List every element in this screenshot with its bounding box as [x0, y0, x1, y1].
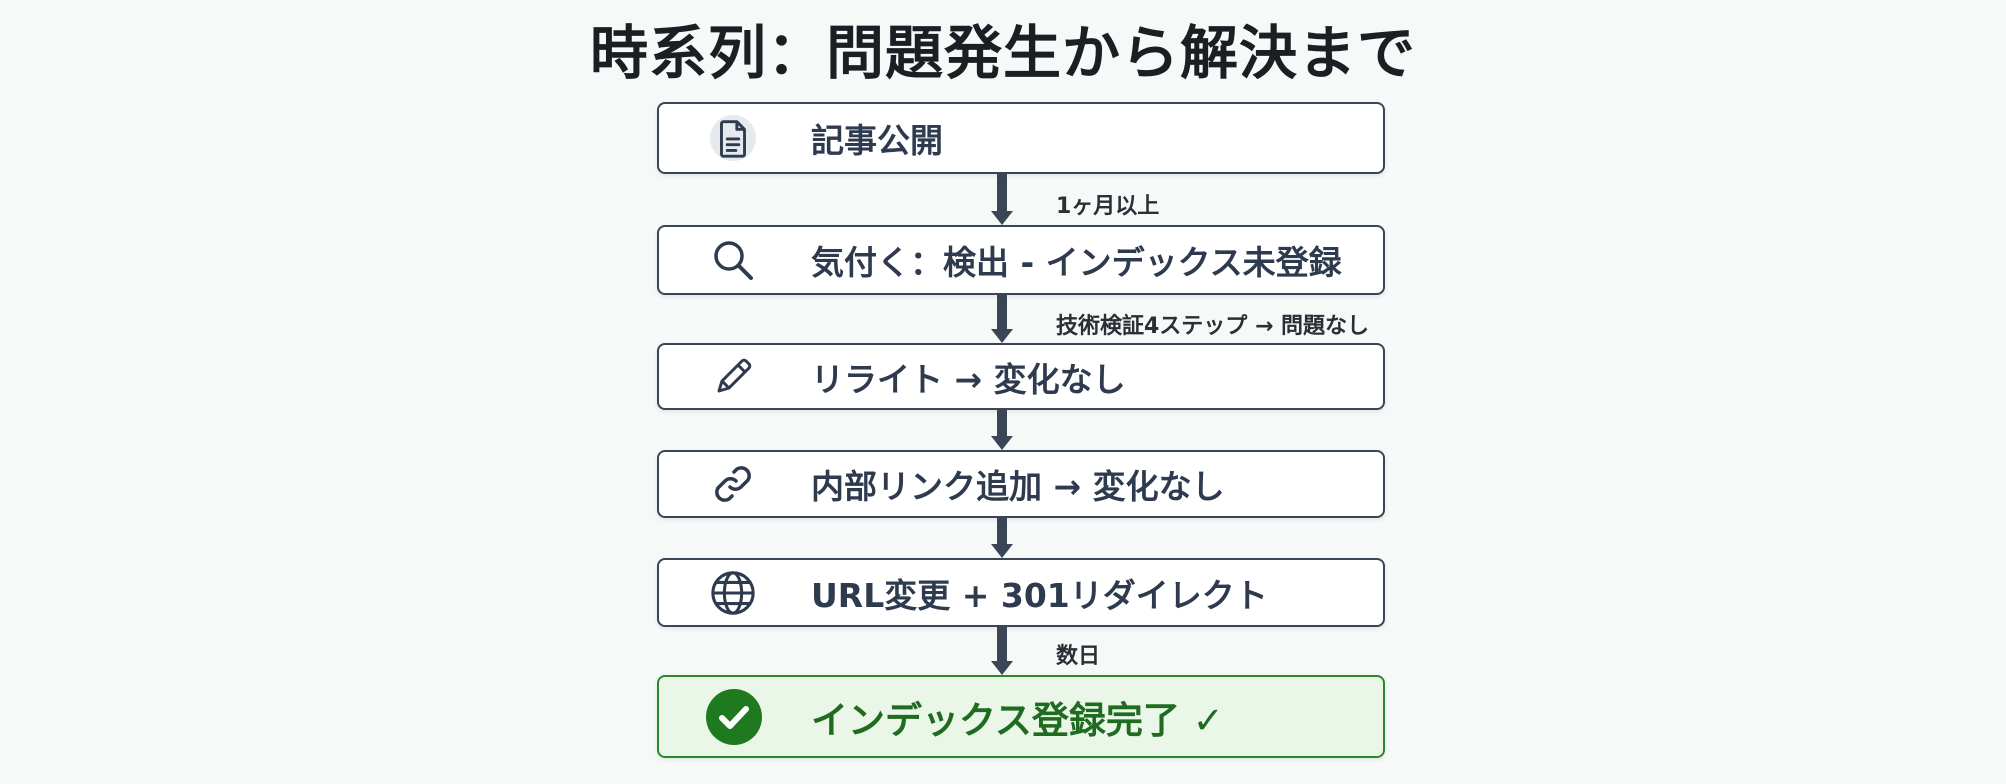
step-detected-not-indexed: 気付く：検出 - インデックス未登録 [657, 225, 1385, 295]
document-icon [709, 114, 757, 162]
diagram-title: 時系列：問題発生から解決まで [589, 19, 1416, 87]
step-label: 記事公開 [811, 121, 943, 160]
step-label: 気付く：検出 - インデックス未登録 [811, 243, 1342, 282]
globe-icon [709, 569, 757, 617]
step-index-complete: インデックス登録完了 ✓ [657, 675, 1385, 758]
arrow-note: 数日 [1056, 644, 1101, 669]
step-label: 内部リンク追加 → 変化なし [811, 467, 1225, 506]
link-icon [709, 460, 757, 508]
arrow-note: 技術検証4ステップ → 問題なし [1056, 314, 1370, 339]
step-internal-links: 内部リンク追加 → 変化なし [657, 450, 1385, 518]
pencil-icon [709, 353, 757, 401]
step-url-redirect: URL変更 + 301リダイレクト [657, 558, 1385, 627]
step-label: URL変更 + 301リダイレクト [811, 575, 1268, 615]
flow-arrow [991, 410, 1013, 450]
flow-arrow [991, 174, 1013, 225]
step-label: リライト → 変化なし [811, 359, 1126, 399]
search-icon [709, 236, 757, 284]
flow-arrow [991, 518, 1013, 558]
step-article-published: 記事公開 [657, 102, 1385, 174]
step-rewrite: リライト → 変化なし [657, 343, 1385, 410]
step-label: インデックス登録完了 ✓ [811, 698, 1224, 742]
flow-arrow [991, 627, 1013, 675]
flow-arrow [991, 295, 1013, 343]
check-circle-icon [705, 688, 763, 746]
arrow-note: 1ヶ月以上 [1056, 194, 1160, 219]
